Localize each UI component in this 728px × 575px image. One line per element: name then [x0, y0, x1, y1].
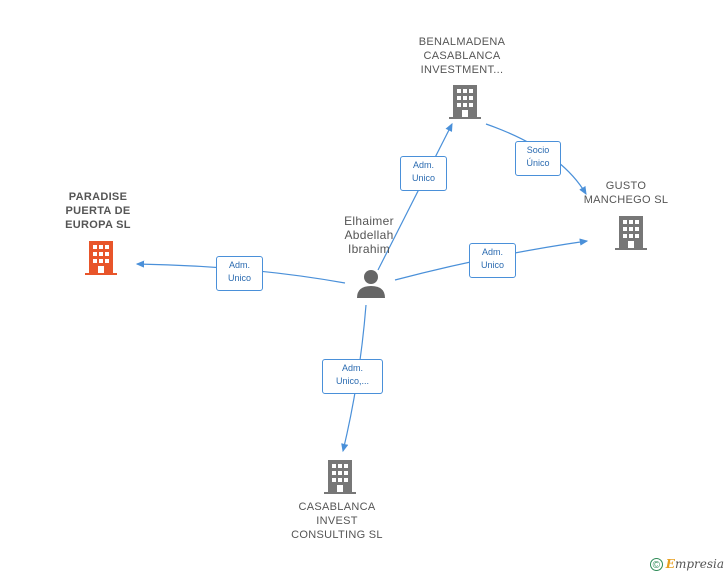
- building-icon-casablanca-invest[interactable]: [324, 460, 356, 494]
- node-label-casablanca-invest[interactable]: CASABLANCA INVEST CONSULTING SL: [291, 501, 383, 541]
- edge-label-person-paradise[interactable]: Adm. Unico: [216, 256, 263, 291]
- copyright-icon: ©: [649, 557, 663, 571]
- node-label-person[interactable]: Elhaimer Abdellah Ibrahim: [344, 214, 394, 256]
- node-label-paradise[interactable]: PARADISE PUERTA DE EUROPA SL: [65, 191, 131, 231]
- edge-label-person-gusto[interactable]: Adm. Unico: [469, 243, 516, 278]
- brand-first-letter: E: [665, 557, 675, 571]
- footer-brand: © Empresia: [649, 557, 724, 571]
- edge-label-person-casablanca[interactable]: Adm. Unico,...: [322, 359, 383, 394]
- building-icon-benalmadena[interactable]: [449, 85, 481, 119]
- building-icon-gusto[interactable]: [615, 216, 647, 250]
- edge-label-benalmadena-gusto[interactable]: Socio Único: [515, 141, 561, 176]
- building-icon-paradise[interactable]: [85, 241, 117, 275]
- brand-rest: mpresia: [674, 557, 724, 571]
- edge-label-person-benalmadena[interactable]: Adm. Unico: [400, 156, 447, 191]
- person-icon[interactable]: [356, 268, 386, 298]
- brand-logo[interactable]: Empresia: [666, 557, 724, 571]
- node-label-benalmadena[interactable]: BENALMADENA CASABLANCA INVESTMENT...: [418, 36, 506, 76]
- edge-person-benalmadena: [377, 122, 453, 271]
- node-label-gusto[interactable]: GUSTO MANCHEGO SL: [583, 180, 669, 206]
